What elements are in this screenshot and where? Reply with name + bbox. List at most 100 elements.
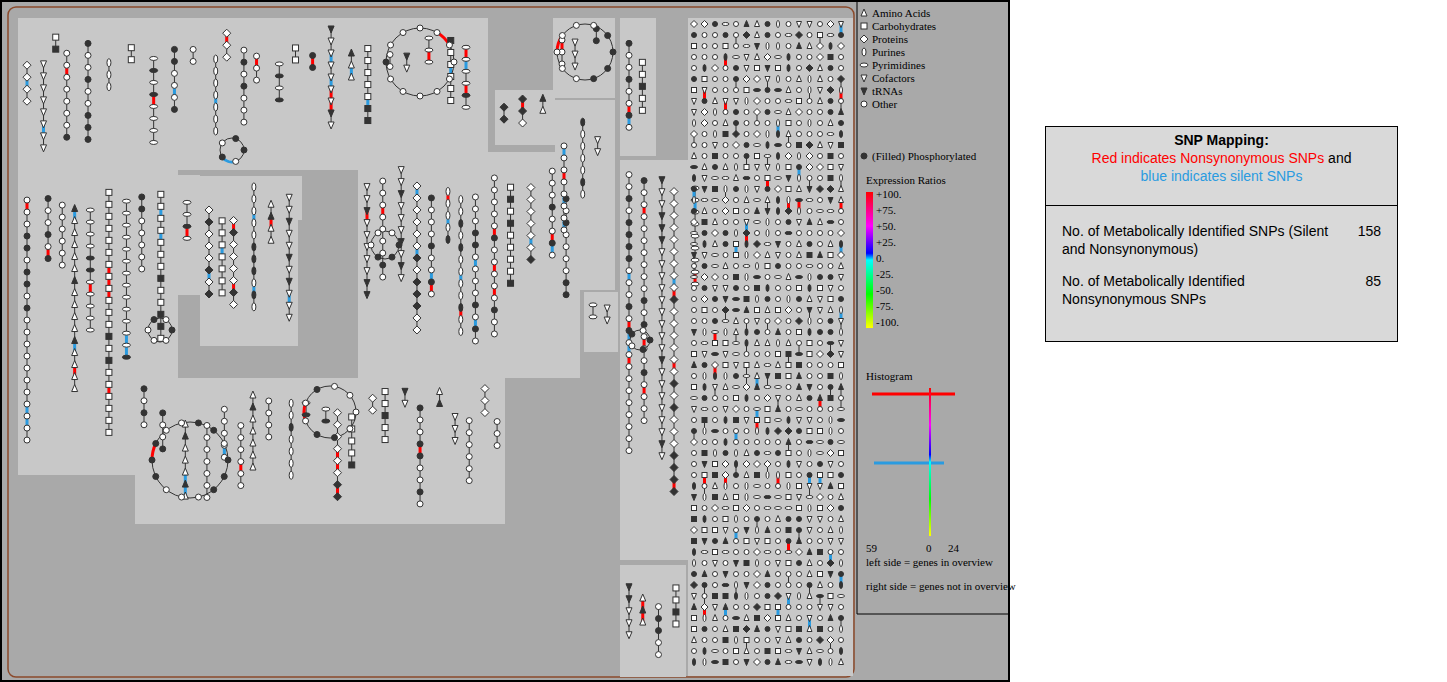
compound-glyph: [692, 286, 697, 291]
compound-glyph: [734, 506, 739, 511]
compound-glyph: [400, 88, 406, 94]
compound-glyph: [712, 650, 719, 653]
compound-glyph: [734, 329, 739, 335]
compound-glyph: [398, 263, 404, 270]
compound-glyph: [659, 189, 665, 196]
compound-glyph: [692, 649, 697, 654]
compound-glyph: [233, 136, 239, 142]
compound-glyph: [743, 76, 750, 83]
compound-glyph: [713, 308, 718, 313]
compound-glyph: [692, 572, 697, 577]
compound-glyph: [777, 153, 780, 160]
compound-glyph: [670, 332, 678, 340]
compound-glyph: [692, 209, 697, 214]
compound-glyph: [332, 383, 338, 389]
compound-glyph: [45, 208, 51, 214]
compound-glyph: [756, 527, 759, 534]
compound-glyph: [723, 384, 728, 390]
compound-glyph: [755, 626, 760, 632]
compound-glyph: [169, 327, 175, 333]
compound-glyph: [756, 560, 759, 567]
compound-glyph: [561, 155, 567, 161]
compound-glyph: [755, 54, 760, 60]
compound-glyph: [171, 106, 177, 112]
compound-glyph: [723, 110, 728, 115]
compound-glyph: [365, 118, 371, 124]
compound-glyph: [691, 439, 698, 446]
compound-glyph: [744, 88, 749, 93]
compound-glyph: [712, 177, 719, 180]
compound-glyph: [160, 434, 166, 440]
compound-glyph: [754, 89, 761, 92]
compound-glyph: [765, 88, 770, 93]
compound-glyph: [765, 252, 770, 258]
compound-glyph: [559, 65, 565, 71]
compound-glyph: [59, 262, 65, 268]
compound-glyph: [641, 358, 647, 364]
compound-glyph: [702, 77, 707, 82]
compound-glyph: [754, 582, 761, 589]
compound-glyph: [702, 462, 707, 468]
compound-glyph: [702, 583, 707, 588]
compound-glyph: [641, 370, 647, 376]
compound-glyph: [640, 327, 646, 333]
compound-glyph: [347, 426, 353, 432]
compound-glyph: [691, 131, 698, 138]
compound-glyph: [776, 242, 781, 248]
compound-glyph: [572, 63, 578, 70]
compound-glyph: [417, 465, 423, 471]
compound-glyph: [527, 243, 535, 251]
compound-glyph: [466, 454, 472, 460]
compound-glyph: [659, 453, 665, 460]
compound-glyph: [254, 77, 260, 83]
compound-glyph: [755, 352, 760, 357]
compound-glyph: [413, 326, 421, 334]
compound-glyph: [712, 430, 719, 433]
compound-glyph: [655, 604, 661, 610]
compound-glyph: [491, 295, 497, 301]
compound-glyph: [765, 583, 770, 588]
compound-glyph: [141, 422, 147, 428]
compound-glyph: [24, 209, 30, 215]
compound-glyph: [72, 205, 78, 212]
compound-glyph: [755, 286, 760, 291]
compound-glyph: [722, 461, 729, 468]
compound-glyph: [238, 423, 244, 429]
compound-glyph: [214, 79, 218, 87]
compound-glyph: [723, 660, 728, 665]
compound-glyph: [713, 165, 718, 170]
compound-glyph: [158, 323, 164, 329]
compound-glyph: [659, 309, 665, 316]
compound-glyph: [713, 286, 718, 292]
compound-glyph: [754, 199, 761, 202]
compound-glyph: [765, 330, 770, 335]
compound-glyph: [328, 50, 334, 57]
compound-glyph: [275, 62, 283, 66]
compound-glyph: [24, 377, 30, 383]
compound-glyph: [692, 153, 697, 159]
compound-glyph: [286, 206, 292, 213]
compound-glyph: [744, 440, 749, 445]
compound-glyph: [72, 253, 78, 260]
compound-glyph: [755, 473, 760, 478]
compound-glyph: [744, 55, 749, 61]
compound-glyph: [375, 230, 381, 236]
compound-glyph: [673, 621, 679, 627]
compound-glyph: [380, 178, 386, 184]
compound-glyph: [702, 164, 707, 170]
compound-glyph: [549, 240, 555, 246]
compound-glyph: [626, 100, 632, 106]
compound-glyph: [764, 54, 771, 61]
compound-glyph: [286, 242, 292, 249]
compound-glyph: [466, 418, 472, 424]
compound-glyph: [712, 362, 719, 369]
overview-frame: [1, 1, 1009, 681]
compound-glyph: [777, 120, 780, 127]
compound-glyph: [765, 121, 770, 126]
compound-glyph: [382, 425, 388, 431]
compound-glyph: [451, 59, 457, 65]
compound-glyph: [106, 189, 112, 195]
compound-glyph: [494, 419, 500, 425]
compound-glyph: [723, 231, 728, 236]
compound-glyph: [744, 363, 749, 368]
